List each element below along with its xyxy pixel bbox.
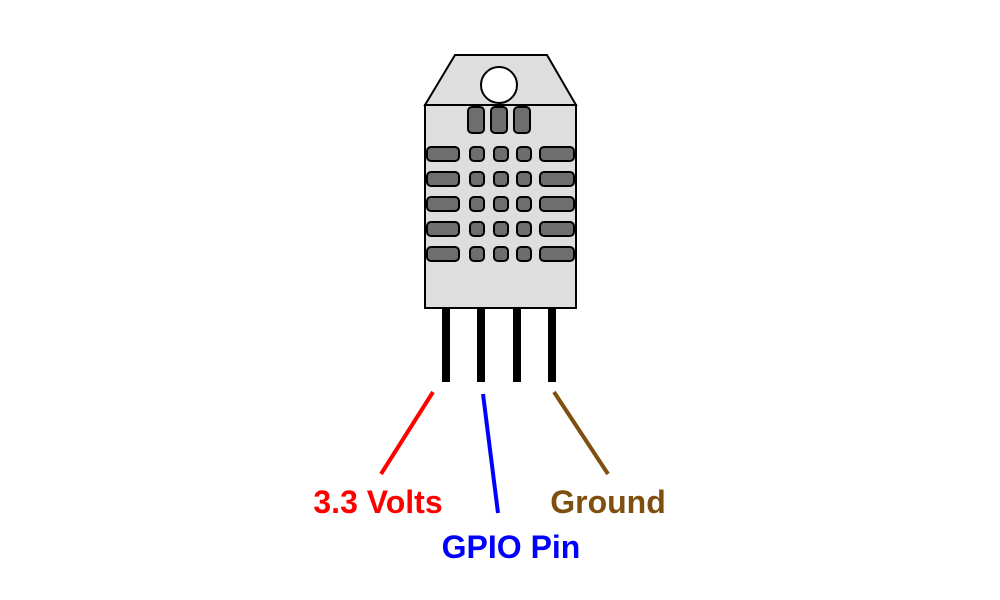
vent-slot-icon xyxy=(426,221,460,237)
pin-icon xyxy=(442,309,450,382)
vent-slot-icon xyxy=(469,146,485,162)
vent-slot-icon xyxy=(493,146,509,162)
pin-icon xyxy=(513,309,521,382)
vent-slot-icon xyxy=(493,171,509,187)
wire-ground xyxy=(552,390,610,476)
vent-slot-icon xyxy=(469,246,485,262)
vent-slot-icon xyxy=(493,196,509,212)
vent-slot-icon xyxy=(539,221,575,237)
vent-slot-icon xyxy=(539,171,575,187)
pin-icon xyxy=(548,309,556,382)
pin-icon xyxy=(477,309,485,382)
vent-slot-icon xyxy=(516,221,532,237)
vent-slot-icon xyxy=(426,146,460,162)
sensor-pins xyxy=(442,309,556,382)
vent-slot-icon xyxy=(516,171,532,187)
mounting-hole-icon xyxy=(480,66,518,104)
vent-slot-icon xyxy=(493,246,509,262)
vent-slot-icon xyxy=(539,196,575,212)
wire-3v3 xyxy=(379,390,435,476)
vent-slot-icon xyxy=(426,196,460,212)
vent-slot-icon xyxy=(539,146,575,162)
label-3v3: 3.3 Volts xyxy=(313,484,442,520)
vent-slot-icon xyxy=(426,171,460,187)
vent-slot-icon xyxy=(469,171,485,187)
vent-slot-icon xyxy=(513,106,531,134)
vent-slot-icon xyxy=(467,106,485,134)
vent-slot-icon xyxy=(493,221,509,237)
wire-gpio xyxy=(481,393,500,514)
label-ground: Ground xyxy=(550,484,666,520)
vent-slot-icon xyxy=(469,221,485,237)
vent-slot-icon xyxy=(516,146,532,162)
vent-slot-icon xyxy=(539,246,575,262)
vent-slot-icon xyxy=(516,246,532,262)
label-gpio: GPIO Pin xyxy=(442,529,581,565)
vent-slot-grid xyxy=(426,106,575,262)
vent-slot-icon xyxy=(426,246,460,262)
vent-slot-icon xyxy=(469,196,485,212)
vent-slot-icon xyxy=(516,196,532,212)
vent-slot-icon xyxy=(490,106,508,134)
